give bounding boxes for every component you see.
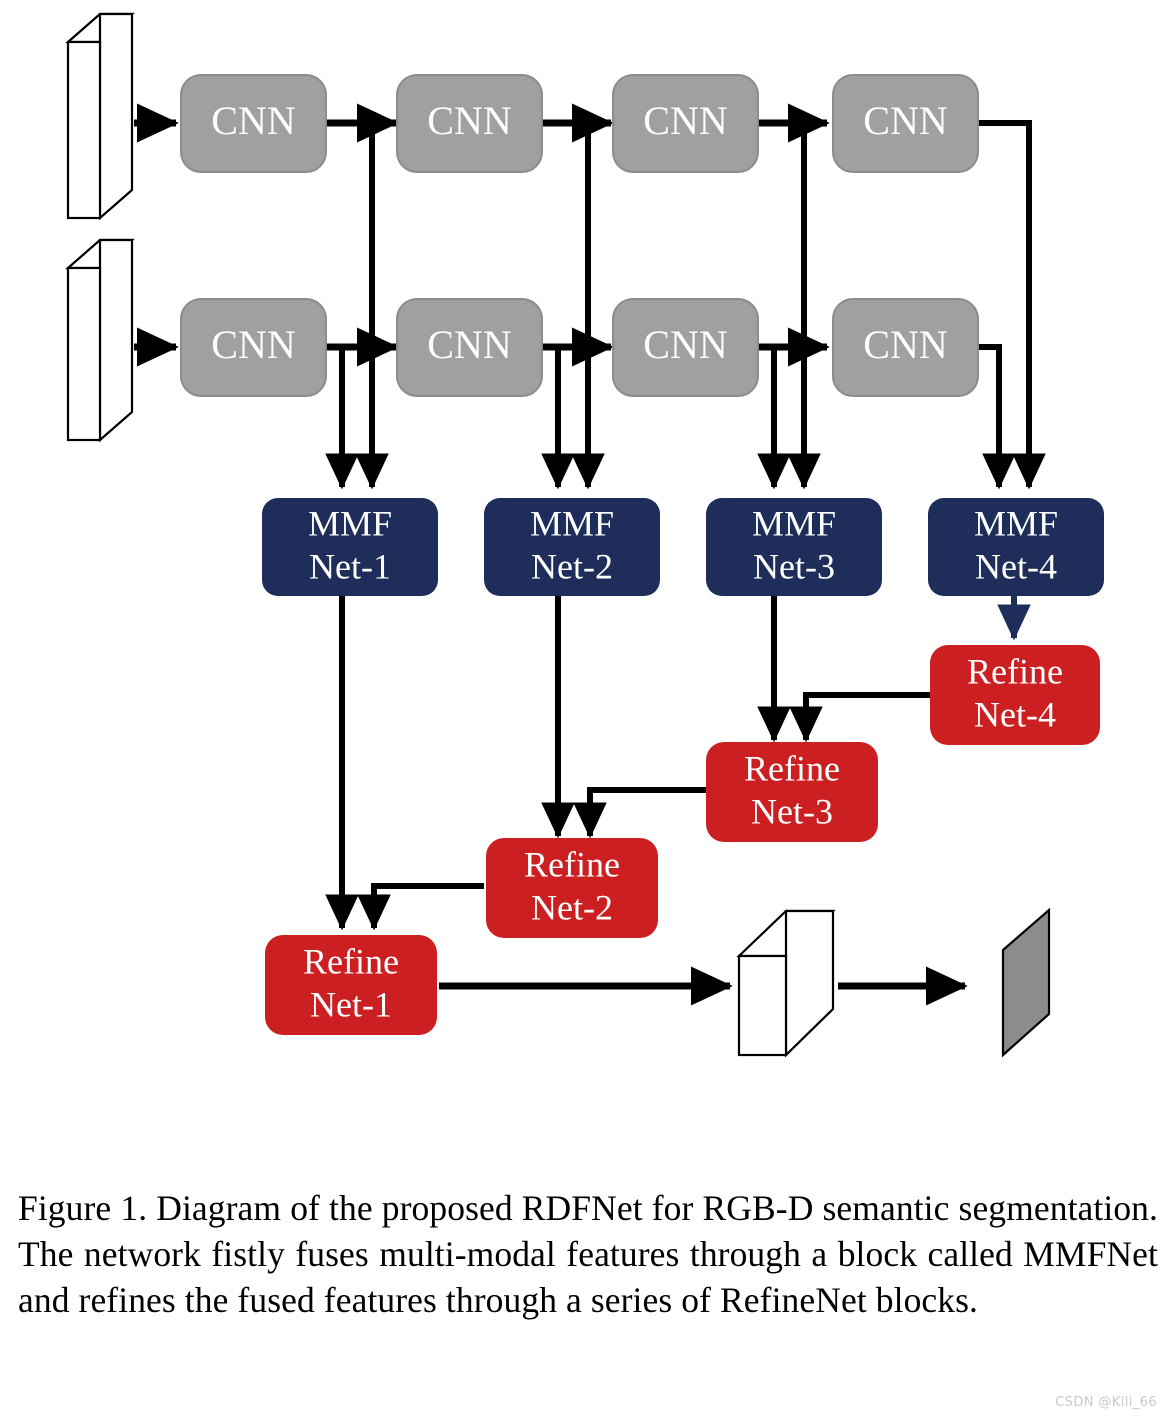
mmf-net-block-1[interactable]: MMF Net-1 xyxy=(262,498,438,596)
cnn-block-top-2-label: CNN xyxy=(427,98,511,143)
mmf-net-block-2-line1: MMF xyxy=(530,503,614,543)
segmentation-map xyxy=(1001,907,1051,1058)
mmf-net-block-3[interactable]: MMF Net-3 xyxy=(706,498,882,596)
refine-net-block-3-line2: Net-3 xyxy=(751,791,833,831)
cnn-block-bottom-3[interactable]: CNN xyxy=(612,298,759,397)
mmf-net-block-4[interactable]: MMF Net-4 xyxy=(928,498,1104,596)
cnn-block-bottom-2-label: CNN xyxy=(427,322,511,367)
cnn-block-top-1[interactable]: CNN xyxy=(180,74,327,173)
mmf-net-block-1-line1: MMF xyxy=(308,503,392,543)
cnn-block-bottom-1-label: CNN xyxy=(211,322,295,367)
refine-net-block-1-line1: Refine xyxy=(303,941,399,981)
depth-input-slab xyxy=(65,238,135,443)
mmf-net-block-4-line1: MMF xyxy=(974,503,1058,543)
csdn-watermark: CSDN @Kili_66 xyxy=(1055,1395,1157,1410)
rgb-input-slab xyxy=(65,12,135,221)
refine-net-block-3[interactable]: Refine Net-3 xyxy=(706,742,878,842)
arrow-refine4-to-refine3 xyxy=(789,692,930,743)
mmf-net-block-2-line2: Net-2 xyxy=(531,546,613,586)
refine-net-block-2[interactable]: Refine Net-2 xyxy=(486,838,658,938)
refine-net-block-4-line1: Refine xyxy=(967,651,1063,691)
cnn-block-bottom-3-label: CNN xyxy=(643,322,727,367)
cnn-block-top-4[interactable]: CNN xyxy=(832,74,979,173)
branch-top-cnn4-to-mmf4 xyxy=(977,120,1046,490)
mmf-net-block-3-line1: MMF xyxy=(752,503,836,543)
cnn-block-bottom-4-label: CNN xyxy=(863,322,947,367)
refine-net-block-2-line1: Refine xyxy=(524,844,620,884)
figure-caption: Figure 1. Diagram of the proposed RDFNet… xyxy=(18,1188,1158,1321)
network-diagram: CNN CNN CNN CNN CNN CNN CNN CNN xyxy=(65,12,1104,1058)
feature-volume xyxy=(736,909,836,1058)
arrow-refine3-to-refine2 xyxy=(573,787,706,839)
mmf-net-block-1-line2: Net-1 xyxy=(309,546,391,586)
refine-net-block-1[interactable]: Refine Net-1 xyxy=(265,935,437,1035)
refine-net-block-4[interactable]: Refine Net-4 xyxy=(930,645,1100,745)
cnn-block-top-4-label: CNN xyxy=(863,98,947,143)
cnn-block-bottom-1[interactable]: CNN xyxy=(180,298,327,397)
cnn-block-top-2[interactable]: CNN xyxy=(396,74,543,173)
refine-net-block-4-line2: Net-4 xyxy=(974,694,1056,734)
cnn-block-top-3-label: CNN xyxy=(643,98,727,143)
arrow-refine2-to-refine1 xyxy=(357,883,484,931)
cnn-block-top-3[interactable]: CNN xyxy=(612,74,759,173)
refine-net-block-1-line2: Net-1 xyxy=(310,984,392,1024)
mmf-net-block-3-line2: Net-3 xyxy=(753,546,835,586)
refine-net-block-2-line2: Net-2 xyxy=(531,887,613,927)
cnn-block-bottom-2[interactable]: CNN xyxy=(396,298,543,397)
cnn-block-bottom-4[interactable]: CNN xyxy=(832,298,979,397)
mmf-net-block-4-line2: Net-4 xyxy=(975,546,1057,586)
cnn-block-top-1-label: CNN xyxy=(211,98,295,143)
refine-net-block-3-line1: Refine xyxy=(744,748,840,788)
mmf-net-block-2[interactable]: MMF Net-2 xyxy=(484,498,660,596)
branch-bottom-cnn4-to-mmf4 xyxy=(977,344,1016,490)
